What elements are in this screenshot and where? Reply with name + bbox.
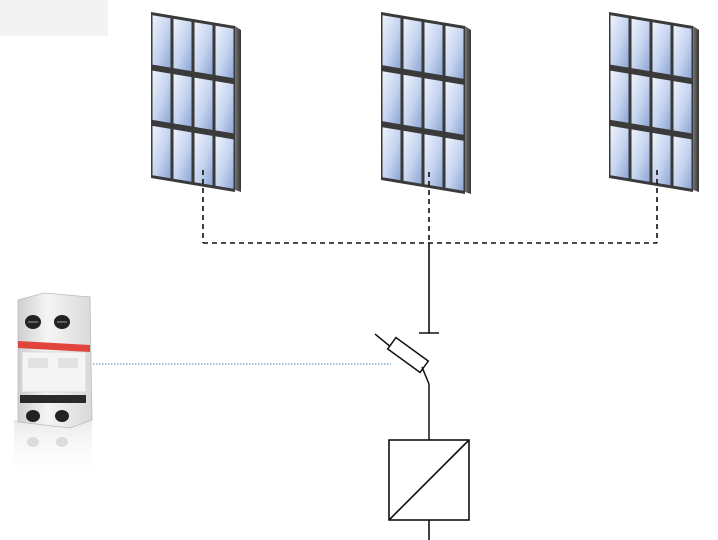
string-wiring (202, 170, 658, 244)
dc-dc-converter-symbol (388, 439, 470, 540)
solar-panel-right (609, 12, 699, 192)
solar-panel-group (151, 12, 699, 194)
solar-cell (445, 25, 464, 79)
solar-cell (194, 22, 213, 75)
solar-cell (445, 137, 464, 191)
solar-cell (652, 77, 671, 130)
solar-panel-left (151, 12, 241, 192)
solar-cell (610, 15, 629, 68)
ground-terminal-symbol (419, 243, 439, 334)
solar-cell (673, 136, 692, 189)
solar-cell (382, 15, 401, 69)
solar-cell (215, 136, 234, 189)
solar-cell (424, 78, 443, 132)
solar-cell (382, 71, 401, 125)
solar-cell (403, 130, 422, 184)
solar-cell (652, 132, 671, 186)
solar-cell (631, 18, 650, 72)
solar-cell (215, 25, 234, 79)
solar-cell (610, 125, 629, 179)
solar-cell (445, 81, 464, 135)
solar-cell (631, 74, 650, 127)
solar-cell (403, 74, 422, 128)
dc-fuse-symbol (374, 333, 430, 440)
solar-cell (152, 125, 171, 179)
solar-cell (631, 129, 650, 182)
solar-cell (152, 15, 171, 68)
solar-cell (194, 77, 213, 130)
solar-cell (403, 18, 422, 72)
solar-cell (424, 22, 443, 76)
solar-cell (194, 132, 213, 186)
solar-cell (382, 127, 401, 181)
solar-cell (652, 22, 671, 75)
solar-cell (152, 70, 171, 123)
solar-cell (173, 18, 192, 72)
corner-patch (0, 0, 108, 36)
solar-cell (215, 81, 234, 134)
solar-cell (673, 81, 692, 134)
solar-cell (673, 25, 692, 79)
solar-cell (610, 70, 629, 123)
solar-cell (173, 74, 192, 127)
solar-cell (173, 129, 192, 182)
fuse-disconnector-device-photo (14, 292, 93, 480)
solar-panel-center (381, 12, 471, 194)
solar-cell (424, 134, 443, 188)
